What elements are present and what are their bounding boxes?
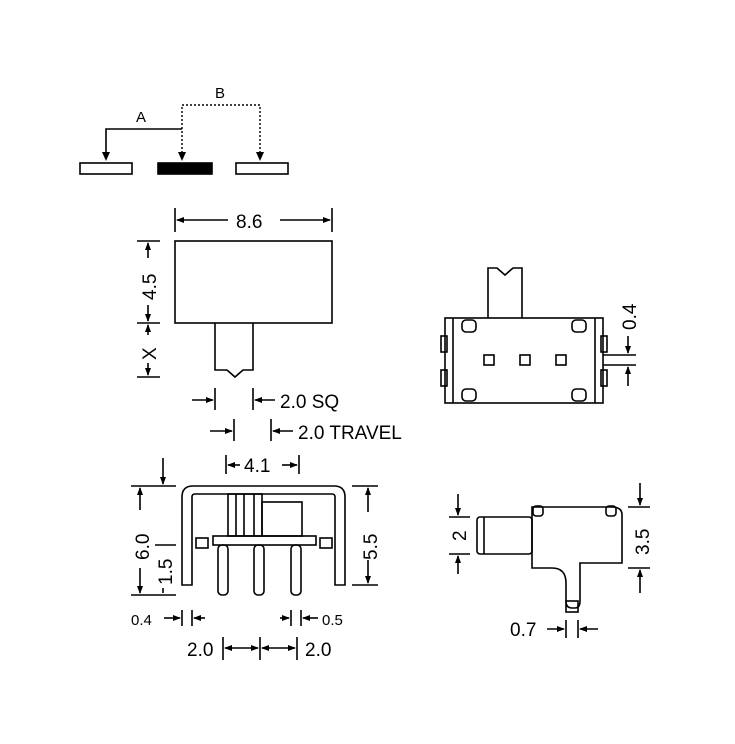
dim-travel: 2.0 TRAVEL — [298, 423, 402, 444]
dim-pin-height: 1.5 — [156, 559, 177, 585]
right-contact — [235, 162, 289, 175]
front-view: 4.1 6.0 1.5 5.5 0.4 — [131, 455, 382, 661]
profile-body — [531, 506, 623, 609]
common-contact — [157, 162, 213, 175]
top-view: 8.6 4.5 X 2.0 SQ 2.0 TRAVEL — [137, 208, 402, 444]
dim-front-body: 5.5 — [361, 534, 382, 560]
dim-x: X — [140, 347, 161, 360]
front-frame — [181, 485, 346, 586]
dim-side: 0.4 — [620, 303, 641, 330]
pin-right — [290, 544, 302, 596]
dim-pin-left: 0.4 — [131, 612, 152, 629]
profile-view: 2 3.5 0.7 — [449, 483, 654, 641]
dim-profile-body: 3.5 — [633, 529, 654, 555]
dim-front-total: 6.0 — [133, 534, 154, 560]
dim-pin-right: 0.5 — [322, 612, 343, 629]
path-a-line — [105, 128, 182, 155]
top-lever — [214, 323, 254, 379]
side-view: 0.4 — [440, 267, 641, 404]
dim-profile-lever: 2 — [450, 530, 471, 541]
top-body — [174, 240, 333, 324]
front-base — [212, 535, 317, 546]
pin-middle — [253, 544, 265, 596]
label-a: A — [136, 109, 146, 126]
dim-front-width: 4.1 — [244, 456, 270, 477]
side-lever — [487, 267, 523, 318]
dim-profile-pin: 0.7 — [510, 620, 536, 641]
dim-height: 4.5 — [140, 274, 161, 300]
switch-schematic: A B — [79, 85, 289, 175]
dim-pitch-left: 2.0 — [187, 640, 213, 661]
side-body — [444, 317, 604, 404]
label-b: B — [215, 85, 225, 102]
pin-left — [217, 544, 229, 596]
dim-width: 8.6 — [236, 212, 262, 233]
dim-pitch-right: 2.0 — [305, 640, 331, 661]
left-contact — [79, 162, 133, 175]
path-b-line — [181, 104, 261, 157]
profile-lever — [476, 516, 533, 555]
dim-lever-sq: 2.0 SQ — [280, 392, 339, 413]
